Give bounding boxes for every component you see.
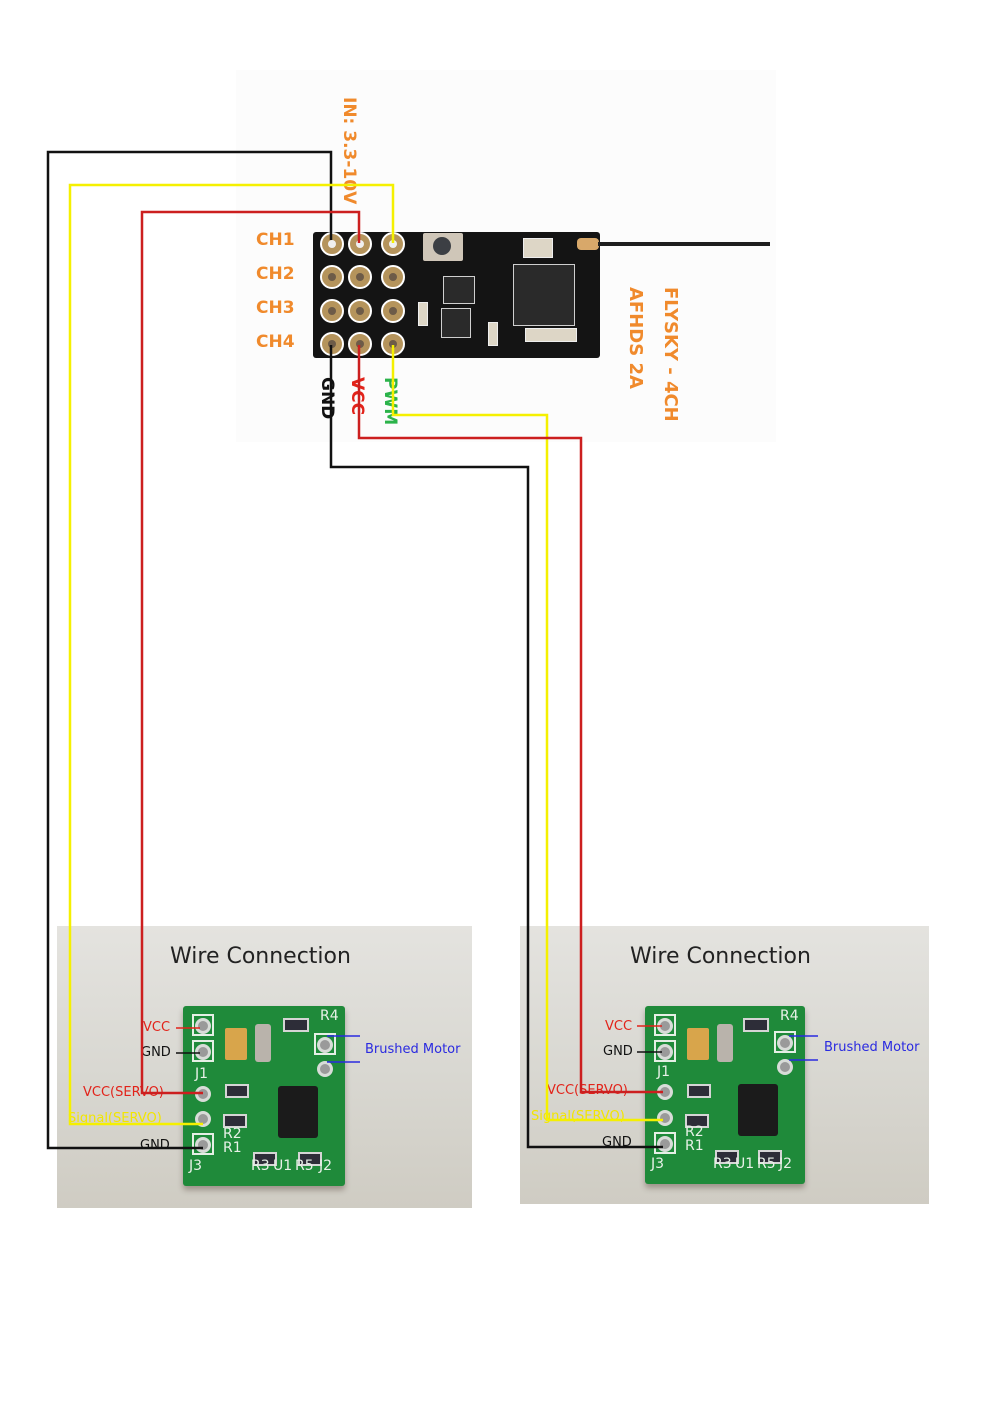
wire-ch4-gnd: [329, 345, 663, 1149]
capacitor: [488, 322, 498, 346]
vcc-pad: [195, 1018, 211, 1034]
tantalum-capacitor: [687, 1028, 709, 1060]
ch3-label: CH3: [256, 298, 295, 318]
pad-frame: [654, 1040, 676, 1062]
resistor: [283, 1018, 309, 1032]
module-1-vcc-label: VCC: [143, 1020, 171, 1035]
resistor-array: [525, 328, 577, 342]
module-1-gnd-label: GND: [141, 1045, 171, 1060]
module-2-board: R4 J1 R2 R1 J3 R3 U1 R5 J2: [645, 1006, 805, 1184]
ch4-label: CH4: [256, 332, 295, 352]
motor-pad-1: [317, 1037, 333, 1053]
resistor: [758, 1150, 782, 1164]
pad-frame: [192, 1014, 214, 1036]
silk-r1: R1: [685, 1138, 704, 1154]
silk-r2: R2: [223, 1126, 242, 1142]
gnd-pad: [195, 1044, 211, 1060]
ch2-pwm-pin: [381, 265, 405, 289]
silk-j1: J1: [657, 1064, 671, 1080]
silk-r1: R1: [223, 1140, 242, 1156]
module-2-title: Wire Connection: [630, 944, 811, 969]
resistor: [223, 1114, 247, 1128]
module-1-vcc-servo-label: VCC(SERVO): [83, 1085, 164, 1100]
pad-frame: [654, 1014, 676, 1036]
resistor: [687, 1084, 711, 1098]
crystal: [523, 238, 553, 258]
pad-frame: [192, 1133, 214, 1155]
module-1-title: Wire Connection: [170, 944, 351, 969]
silk-u1: U1: [273, 1158, 293, 1174]
ch1-label: CH1: [256, 230, 295, 250]
wire-ch1-vcc: [140, 210, 361, 1095]
motor-pad-1: [777, 1035, 793, 1051]
ch3-vcc-pin: [348, 299, 372, 323]
capacitor: [418, 302, 428, 326]
module-2-gnd-label: GND: [603, 1044, 633, 1059]
silk-j2: J2: [779, 1156, 793, 1172]
silk-j3: J3: [189, 1158, 203, 1174]
module-2-vcc-label: VCC: [605, 1019, 633, 1034]
transistor-chip: [441, 308, 471, 338]
resistor: [253, 1152, 277, 1166]
silk-r5: R5: [757, 1156, 776, 1172]
module-2-motor-label: Brushed Motor: [824, 1040, 920, 1055]
silk-j1: J1: [195, 1066, 209, 1082]
antenna-wire: [598, 242, 770, 246]
tantalum-capacitor: [225, 1028, 247, 1060]
resistor: [225, 1084, 249, 1098]
resistor: [298, 1152, 322, 1166]
wire-ch1-gnd: [46, 150, 333, 1150]
silk-r3: R3: [713, 1156, 732, 1172]
driver-ic: [738, 1084, 778, 1136]
silk-r4: R4: [780, 1008, 799, 1024]
antenna-connector: [577, 238, 599, 250]
silk-j3: J3: [651, 1156, 665, 1172]
pad-frame: [192, 1040, 214, 1062]
motor-pad-2: [777, 1059, 793, 1075]
silk-r4: R4: [320, 1008, 339, 1024]
ch2-gnd-pin: [320, 265, 344, 289]
ceramic-capacitor: [717, 1024, 733, 1062]
silk-u1: U1: [735, 1156, 755, 1172]
rf-chip: [513, 264, 575, 326]
pad-frame: [314, 1033, 336, 1055]
driver-ic: [278, 1086, 318, 1138]
ch3-pwm-pin: [381, 299, 405, 323]
pad-frame: [774, 1031, 796, 1053]
resistor: [715, 1150, 739, 1164]
pad-frame: [654, 1132, 676, 1154]
regulator-chip: [443, 276, 475, 304]
silk-r2: R2: [685, 1124, 704, 1140]
ch2-label: CH2: [256, 264, 295, 284]
wire-ch4-pwm: [391, 345, 663, 1122]
signal-servo-pad: [657, 1110, 673, 1126]
module-1-signal-servo-label: Signal(SERVO): [68, 1111, 162, 1126]
resistor: [685, 1114, 709, 1128]
module-1-motor-label: Brushed Motor: [365, 1042, 461, 1057]
ch3-gnd-pin: [320, 299, 344, 323]
module-2-vcc-servo-label: VCC(SERVO): [547, 1083, 628, 1098]
silk-r3: R3: [251, 1158, 270, 1174]
ceramic-capacitor: [255, 1024, 271, 1062]
wire-ch4-vcc: [357, 345, 663, 1094]
wire-ch1-pwm: [68, 183, 395, 1126]
silk-j2: J2: [319, 1158, 333, 1174]
bind-button: [423, 233, 463, 261]
ch2-vcc-pin: [348, 265, 372, 289]
resistor: [743, 1018, 769, 1032]
motor-pad-2: [317, 1061, 333, 1077]
module-1-board: R4 J1 R2 R1 J3 R3 U1 R5 J2: [183, 1006, 345, 1186]
silk-r5: R5: [295, 1158, 314, 1174]
